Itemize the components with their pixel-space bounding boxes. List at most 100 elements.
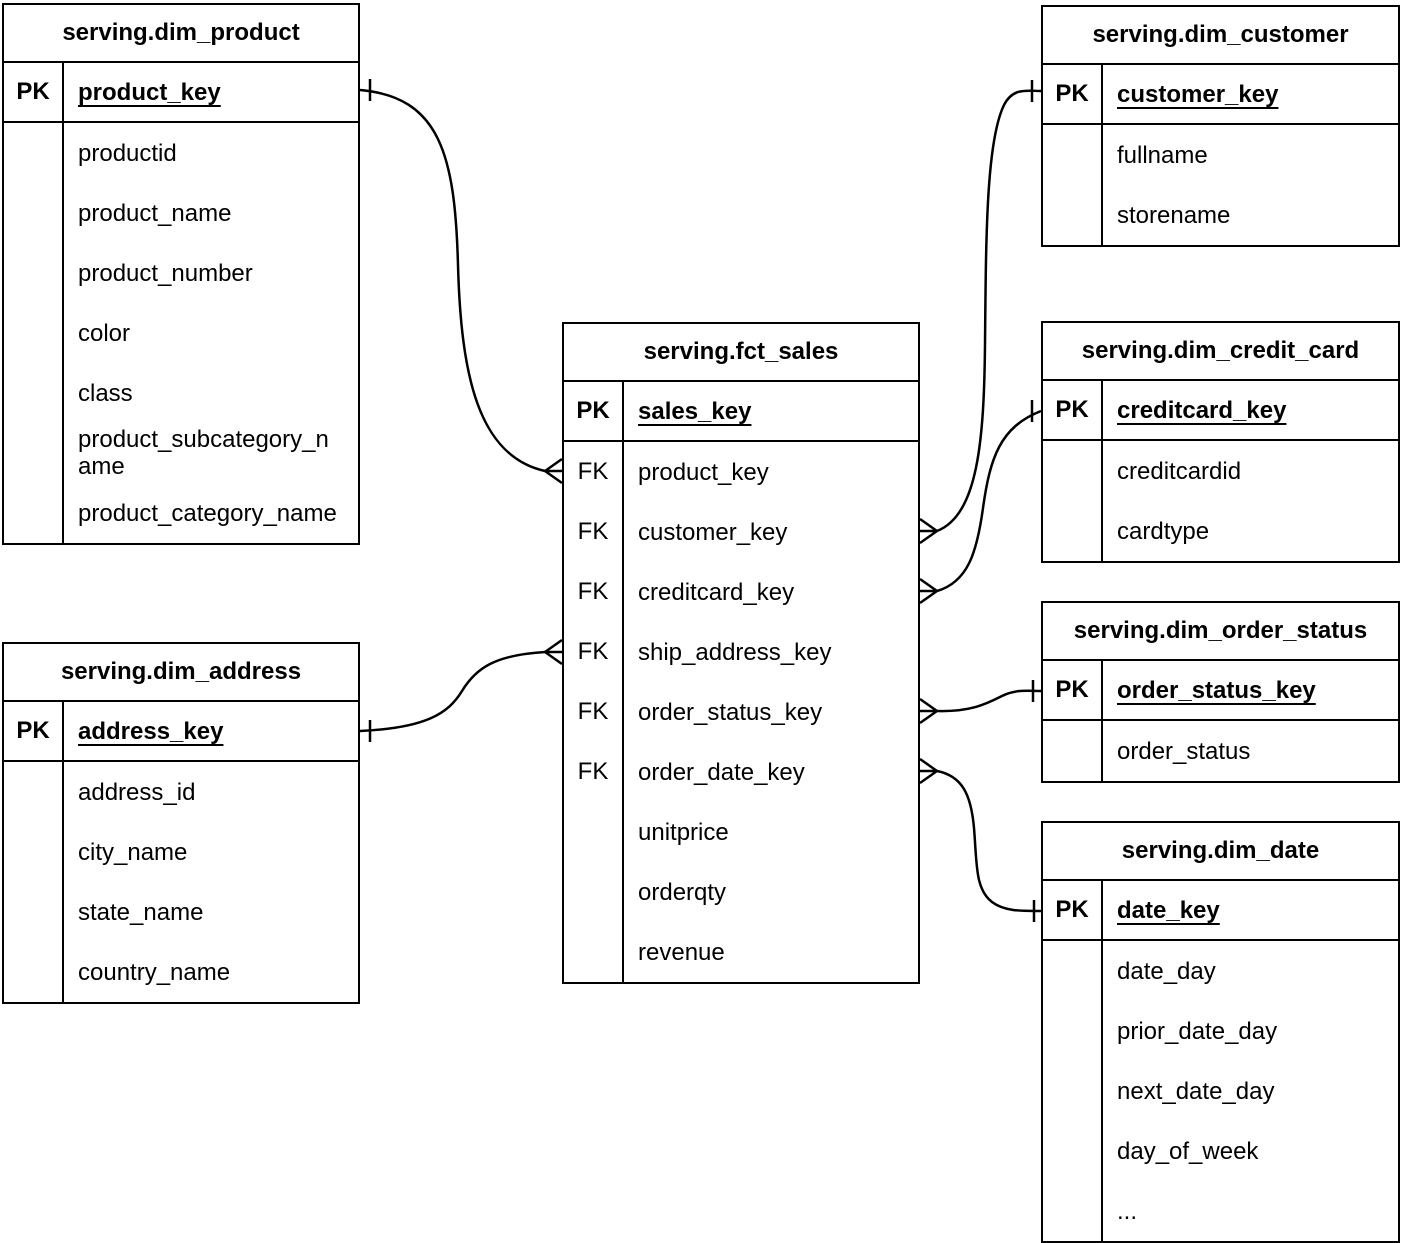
pk-label: PK	[1055, 80, 1089, 107]
crow-foot-many-icon	[544, 457, 563, 485]
key-cell	[564, 862, 622, 922]
field-row: color	[4, 303, 358, 363]
relationship-orderdate-connector	[919, 757, 1042, 922]
pk-field-name: customer_key	[1117, 80, 1279, 108]
field-name: next_date_day	[1117, 1077, 1275, 1105]
relationship-wire	[936, 689, 1042, 713]
pk-label: PK	[576, 397, 610, 424]
relationship-wire	[359, 88, 546, 473]
key-cell	[1043, 441, 1101, 501]
field-name: order_status_key	[638, 698, 823, 726]
key-cell	[4, 363, 62, 423]
field-name: ...	[1117, 1197, 1138, 1225]
pk-row: PK sales_key	[564, 382, 918, 442]
field-row: revenue	[564, 922, 918, 982]
field-name: revenue	[638, 938, 725, 966]
table-title: serving.dim_product	[4, 5, 358, 63]
field-row: storename	[1043, 185, 1398, 245]
field-list: address_id city_name state_name country_…	[4, 762, 358, 1002]
field-name: product_name	[78, 199, 232, 227]
fk-label: FK	[577, 458, 609, 485]
fk-label: FK	[577, 578, 609, 605]
field-row: fullname	[1043, 125, 1398, 185]
field-row: state_name	[4, 882, 358, 942]
pk-label: PK	[1055, 896, 1089, 923]
field-name: product_subcategory_name	[78, 426, 329, 480]
crow-foot-many-icon	[919, 757, 938, 785]
pk-row: PK address_key	[4, 702, 358, 762]
field-row: city_name	[4, 822, 358, 882]
entity-dim-customer: serving.dim_customer PK customer_key ful…	[1041, 5, 1400, 247]
key-cell	[4, 762, 62, 822]
table-title: serving.dim_order_status	[1043, 603, 1398, 661]
pk-field-name: product_key	[78, 78, 221, 106]
table-title: serving.dim_customer	[1043, 7, 1398, 65]
key-cell	[1043, 721, 1101, 781]
key-cell	[1043, 1181, 1101, 1241]
entity-dim-order-status: serving.dim_order_status PK order_status…	[1041, 601, 1400, 783]
relationship-orderstatus-connector	[919, 680, 1042, 725]
key-cell	[4, 942, 62, 1002]
crow-foot-many-icon	[544, 638, 563, 666]
field-name: ship_address_key	[638, 638, 832, 666]
relationship-wire	[359, 650, 546, 733]
pk-field-name: address_key	[78, 717, 224, 745]
field-row: product_name	[4, 183, 358, 243]
field-row: date_day	[1043, 941, 1398, 1001]
key-cell	[564, 802, 622, 862]
field-row: order_status	[1043, 721, 1398, 781]
field-row: productid	[4, 123, 358, 183]
fk-label: FK	[577, 518, 609, 545]
field-name: address_id	[78, 778, 196, 806]
pk-label: PK	[1055, 676, 1089, 703]
key-cell	[4, 423, 62, 483]
field-row: creditcardid	[1043, 441, 1398, 501]
field-row: country_name	[4, 942, 358, 1002]
table-title: serving.fct_sales	[564, 324, 918, 382]
key-cell	[4, 483, 62, 543]
field-list: order_status	[1043, 721, 1398, 781]
field-name: customer_key	[638, 518, 788, 546]
pk-label: PK	[16, 78, 50, 105]
key-cell	[1043, 941, 1101, 1001]
relationship-address-connector	[359, 638, 563, 742]
field-list: productid product_name product_number co…	[4, 123, 358, 543]
field-row: prior_date_day	[1043, 1001, 1398, 1061]
field-list: fullname storename	[1043, 125, 1398, 245]
key-cell	[4, 243, 62, 303]
pk-field-name: order_status_key	[1117, 676, 1316, 704]
field-name: city_name	[78, 838, 188, 866]
field-row: product_number	[4, 243, 358, 303]
relationship-product-connector	[359, 79, 563, 485]
field-name: productid	[78, 139, 177, 167]
fk-label: FK	[577, 758, 609, 785]
field-row: unitprice	[564, 802, 918, 862]
field-name: unitprice	[638, 818, 729, 846]
field-name: creditcardid	[1117, 457, 1242, 485]
crow-foot-many-icon	[919, 697, 938, 725]
field-row: cardtype	[1043, 501, 1398, 561]
pk-row: PK creditcard_key	[1043, 381, 1398, 441]
table-title: serving.dim_address	[4, 644, 358, 702]
field-name: color	[78, 319, 131, 347]
relationship-wire	[936, 769, 1042, 913]
field-row: address_id	[4, 762, 358, 822]
relationship-creditcard-connector	[919, 400, 1042, 605]
field-list: creditcardid cardtype	[1043, 441, 1398, 561]
field-name: state_name	[78, 898, 204, 926]
field-name: cardtype	[1117, 517, 1210, 545]
field-row: orderqty	[564, 862, 918, 922]
entity-dim-credit-card: serving.dim_credit_card PK creditcard_ke…	[1041, 321, 1400, 563]
fk-label: FK	[577, 638, 609, 665]
field-name: date_day	[1117, 957, 1216, 985]
table-title: serving.dim_date	[1043, 823, 1398, 881]
field-row: product_category_name	[4, 483, 358, 543]
crow-foot-many-icon	[919, 577, 938, 605]
key-cell	[564, 922, 622, 982]
